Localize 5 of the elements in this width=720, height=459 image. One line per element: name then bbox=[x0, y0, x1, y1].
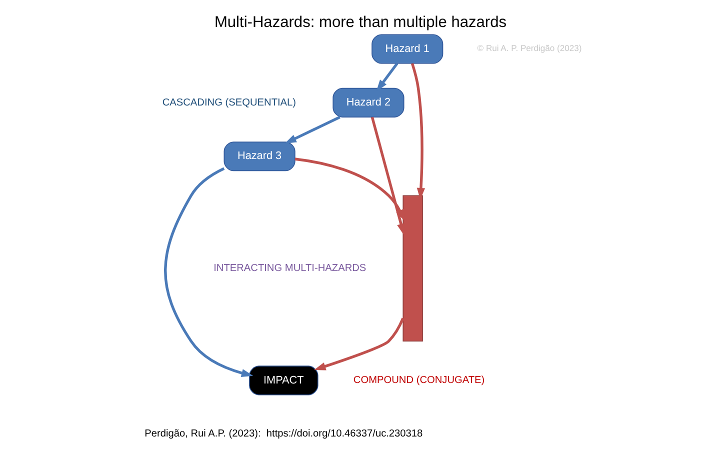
label: CASCADING (SEQUENTIAL) bbox=[162, 97, 296, 108]
caption: Perdigão, Rui A.P. (2023): https://doi.org/10.46337/uc.230318 bbox=[144, 428, 422, 440]
label: COMPOUND (CONJUGATE) bbox=[352, 375, 484, 386]
diagram-title: Multi-Hazards: more than multiple hazards bbox=[214, 14, 506, 31]
label: INTERACTING MULTI-HAZARDS bbox=[213, 263, 366, 274]
